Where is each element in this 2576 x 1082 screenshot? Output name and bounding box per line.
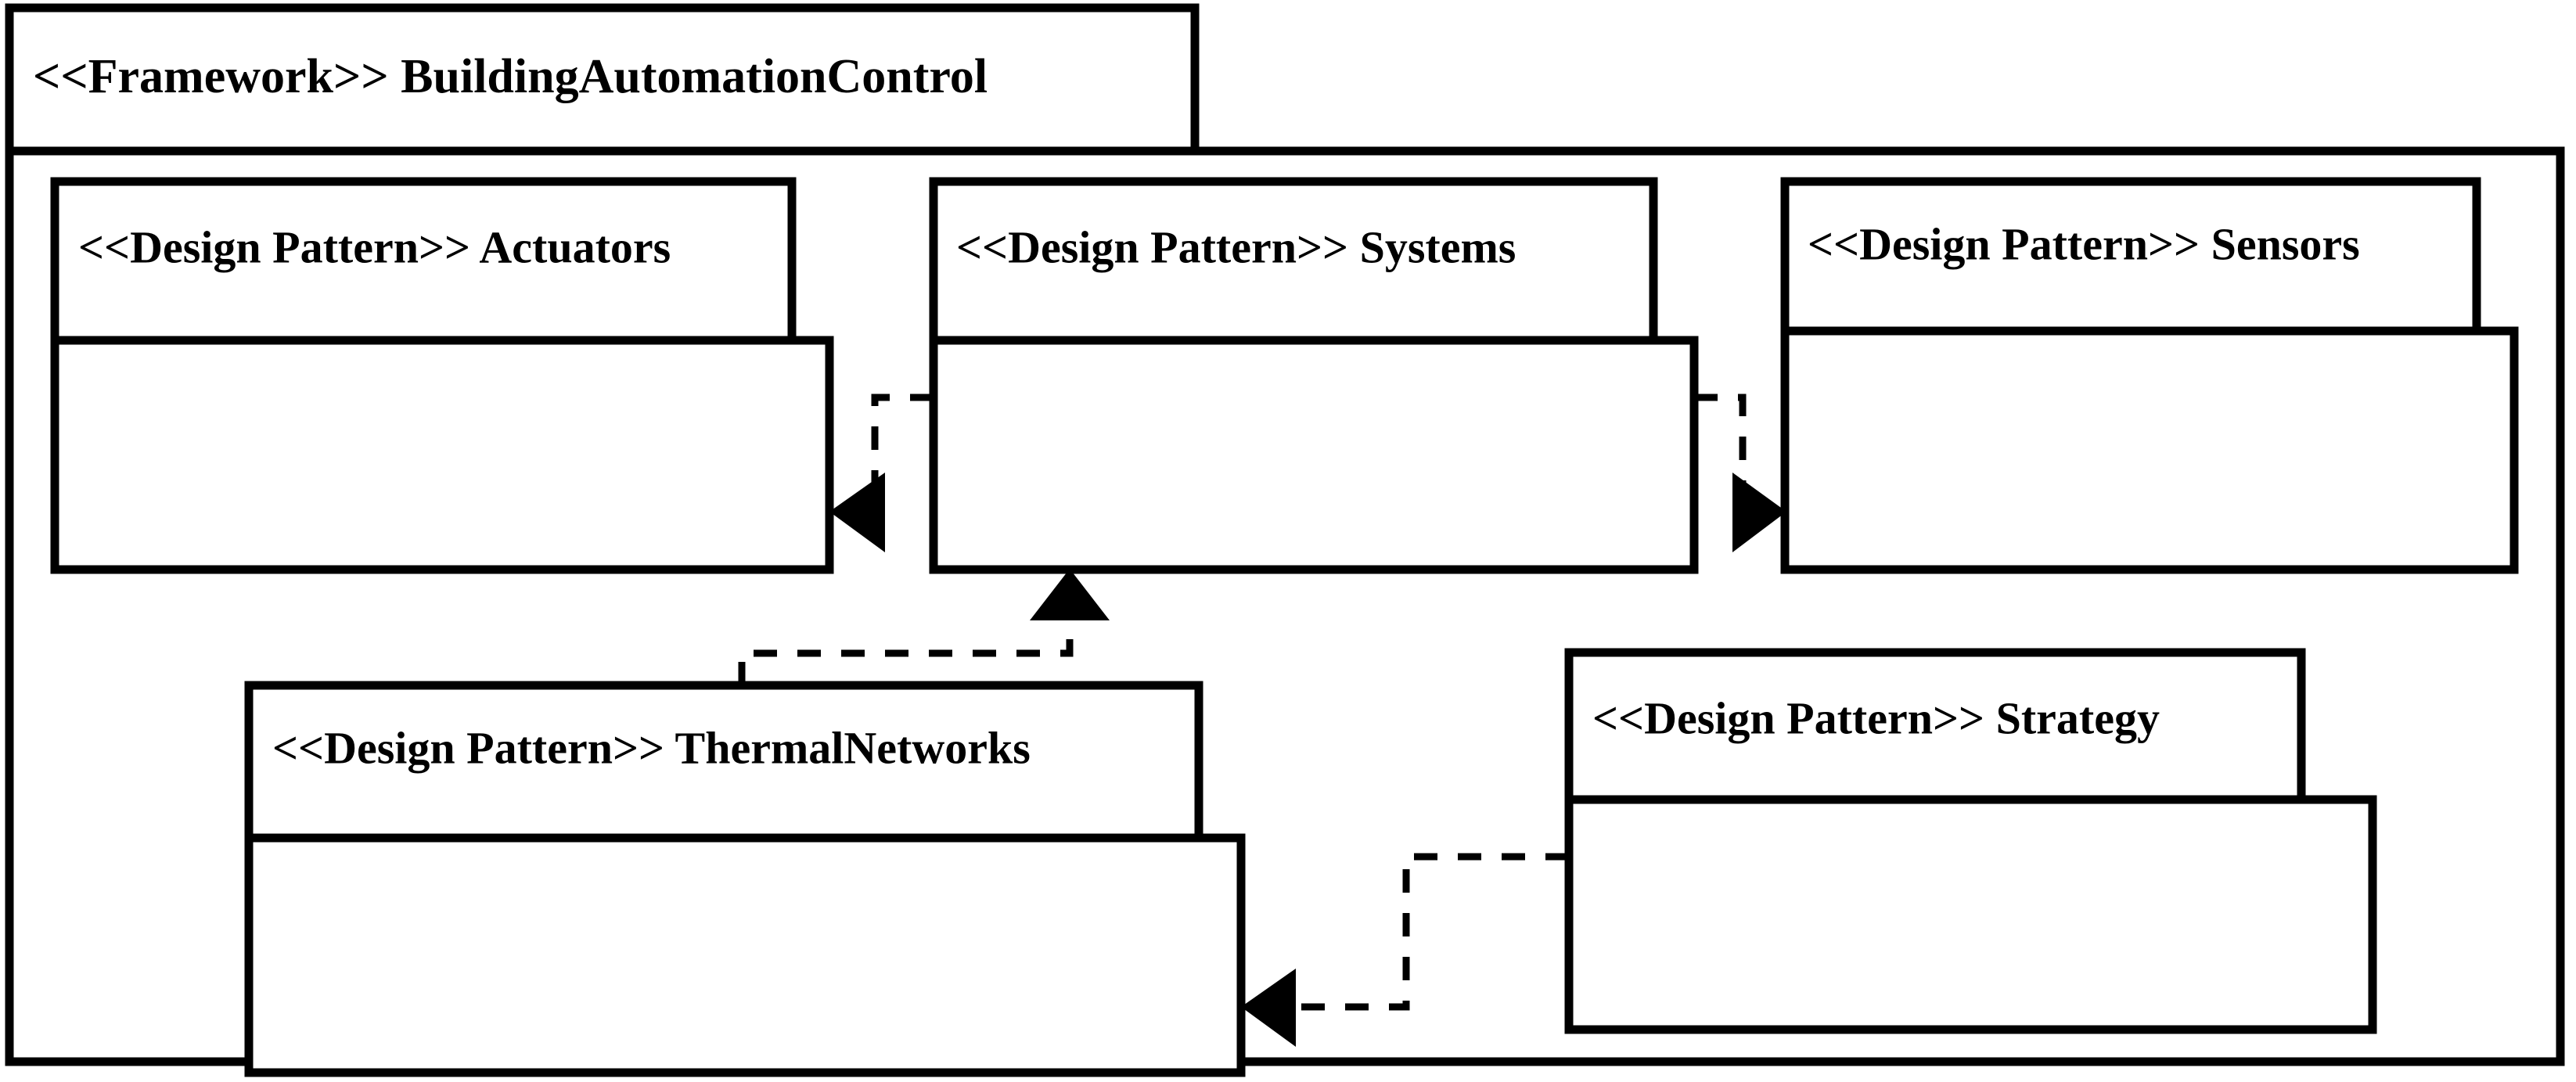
node-actuators-label: <<Design Pattern>> Actuators bbox=[78, 221, 671, 272]
node-actuators-body[interactable] bbox=[50, 336, 834, 574]
dependency-strategy-to-thermalnetworks[interactable] bbox=[1241, 853, 1569, 1047]
node-thermalnetworks-body[interactable] bbox=[244, 833, 1246, 1077]
node-actuators-tab[interactable] bbox=[50, 177, 797, 345]
dependency-systems-to-sensors[interactable] bbox=[1694, 394, 1786, 552]
node-thermalnetworks[interactable]: <<Design Pattern>> ThermalNetworks bbox=[244, 681, 1246, 1077]
node-sensors[interactable]: <<Design Pattern>> Sensors bbox=[1780, 177, 2519, 574]
node-actuators[interactable]: <<Design Pattern>> Actuators bbox=[50, 177, 834, 574]
node-sensors-body[interactable] bbox=[1780, 326, 2519, 574]
dependency-systems-to-actuators[interactable] bbox=[829, 394, 934, 552]
node-systems[interactable]: <<Design Pattern>> Systems bbox=[929, 177, 1699, 574]
node-strategy-body[interactable] bbox=[1564, 795, 2377, 1034]
node-sensors-label: <<Design Pattern>> Sensors bbox=[1808, 218, 2360, 269]
dependency-thermalnetworks-to-systems[interactable] bbox=[738, 569, 1110, 685]
package-tab[interactable] bbox=[5, 3, 1200, 156]
node-strategy-tab[interactable] bbox=[1564, 648, 2306, 804]
node-systems-label: <<Design Pattern>> Systems bbox=[956, 221, 1516, 272]
node-systems-body[interactable] bbox=[929, 336, 1699, 574]
package-title: <<Framework>> BuildingAutomationControl bbox=[33, 50, 988, 103]
node-strategy-label: <<Design Pattern>> Strategy bbox=[1592, 692, 2160, 743]
node-strategy[interactable]: <<Design Pattern>> Strategy bbox=[1564, 648, 2377, 1034]
node-thermalnetworks-label: <<Design Pattern>> ThermalNetworks bbox=[272, 722, 1031, 773]
dependency-thermalnetworks-to-systems-line bbox=[738, 618, 1074, 685]
dependency-systems-to-actuators-arrowhead bbox=[829, 473, 885, 552]
dependency-strategy-to-thermalnetworks-line bbox=[1283, 853, 1569, 1011]
dependency-thermalnetworks-to-systems-arrowhead bbox=[1030, 569, 1110, 620]
dependency-systems-to-sensors-line bbox=[1694, 394, 1747, 512]
dependency-systems-to-actuators-line bbox=[871, 394, 934, 512]
dependency-systems-to-sensors-arrowhead bbox=[1732, 473, 1786, 552]
dependency-strategy-to-thermalnetworks-arrowhead bbox=[1241, 969, 1296, 1047]
